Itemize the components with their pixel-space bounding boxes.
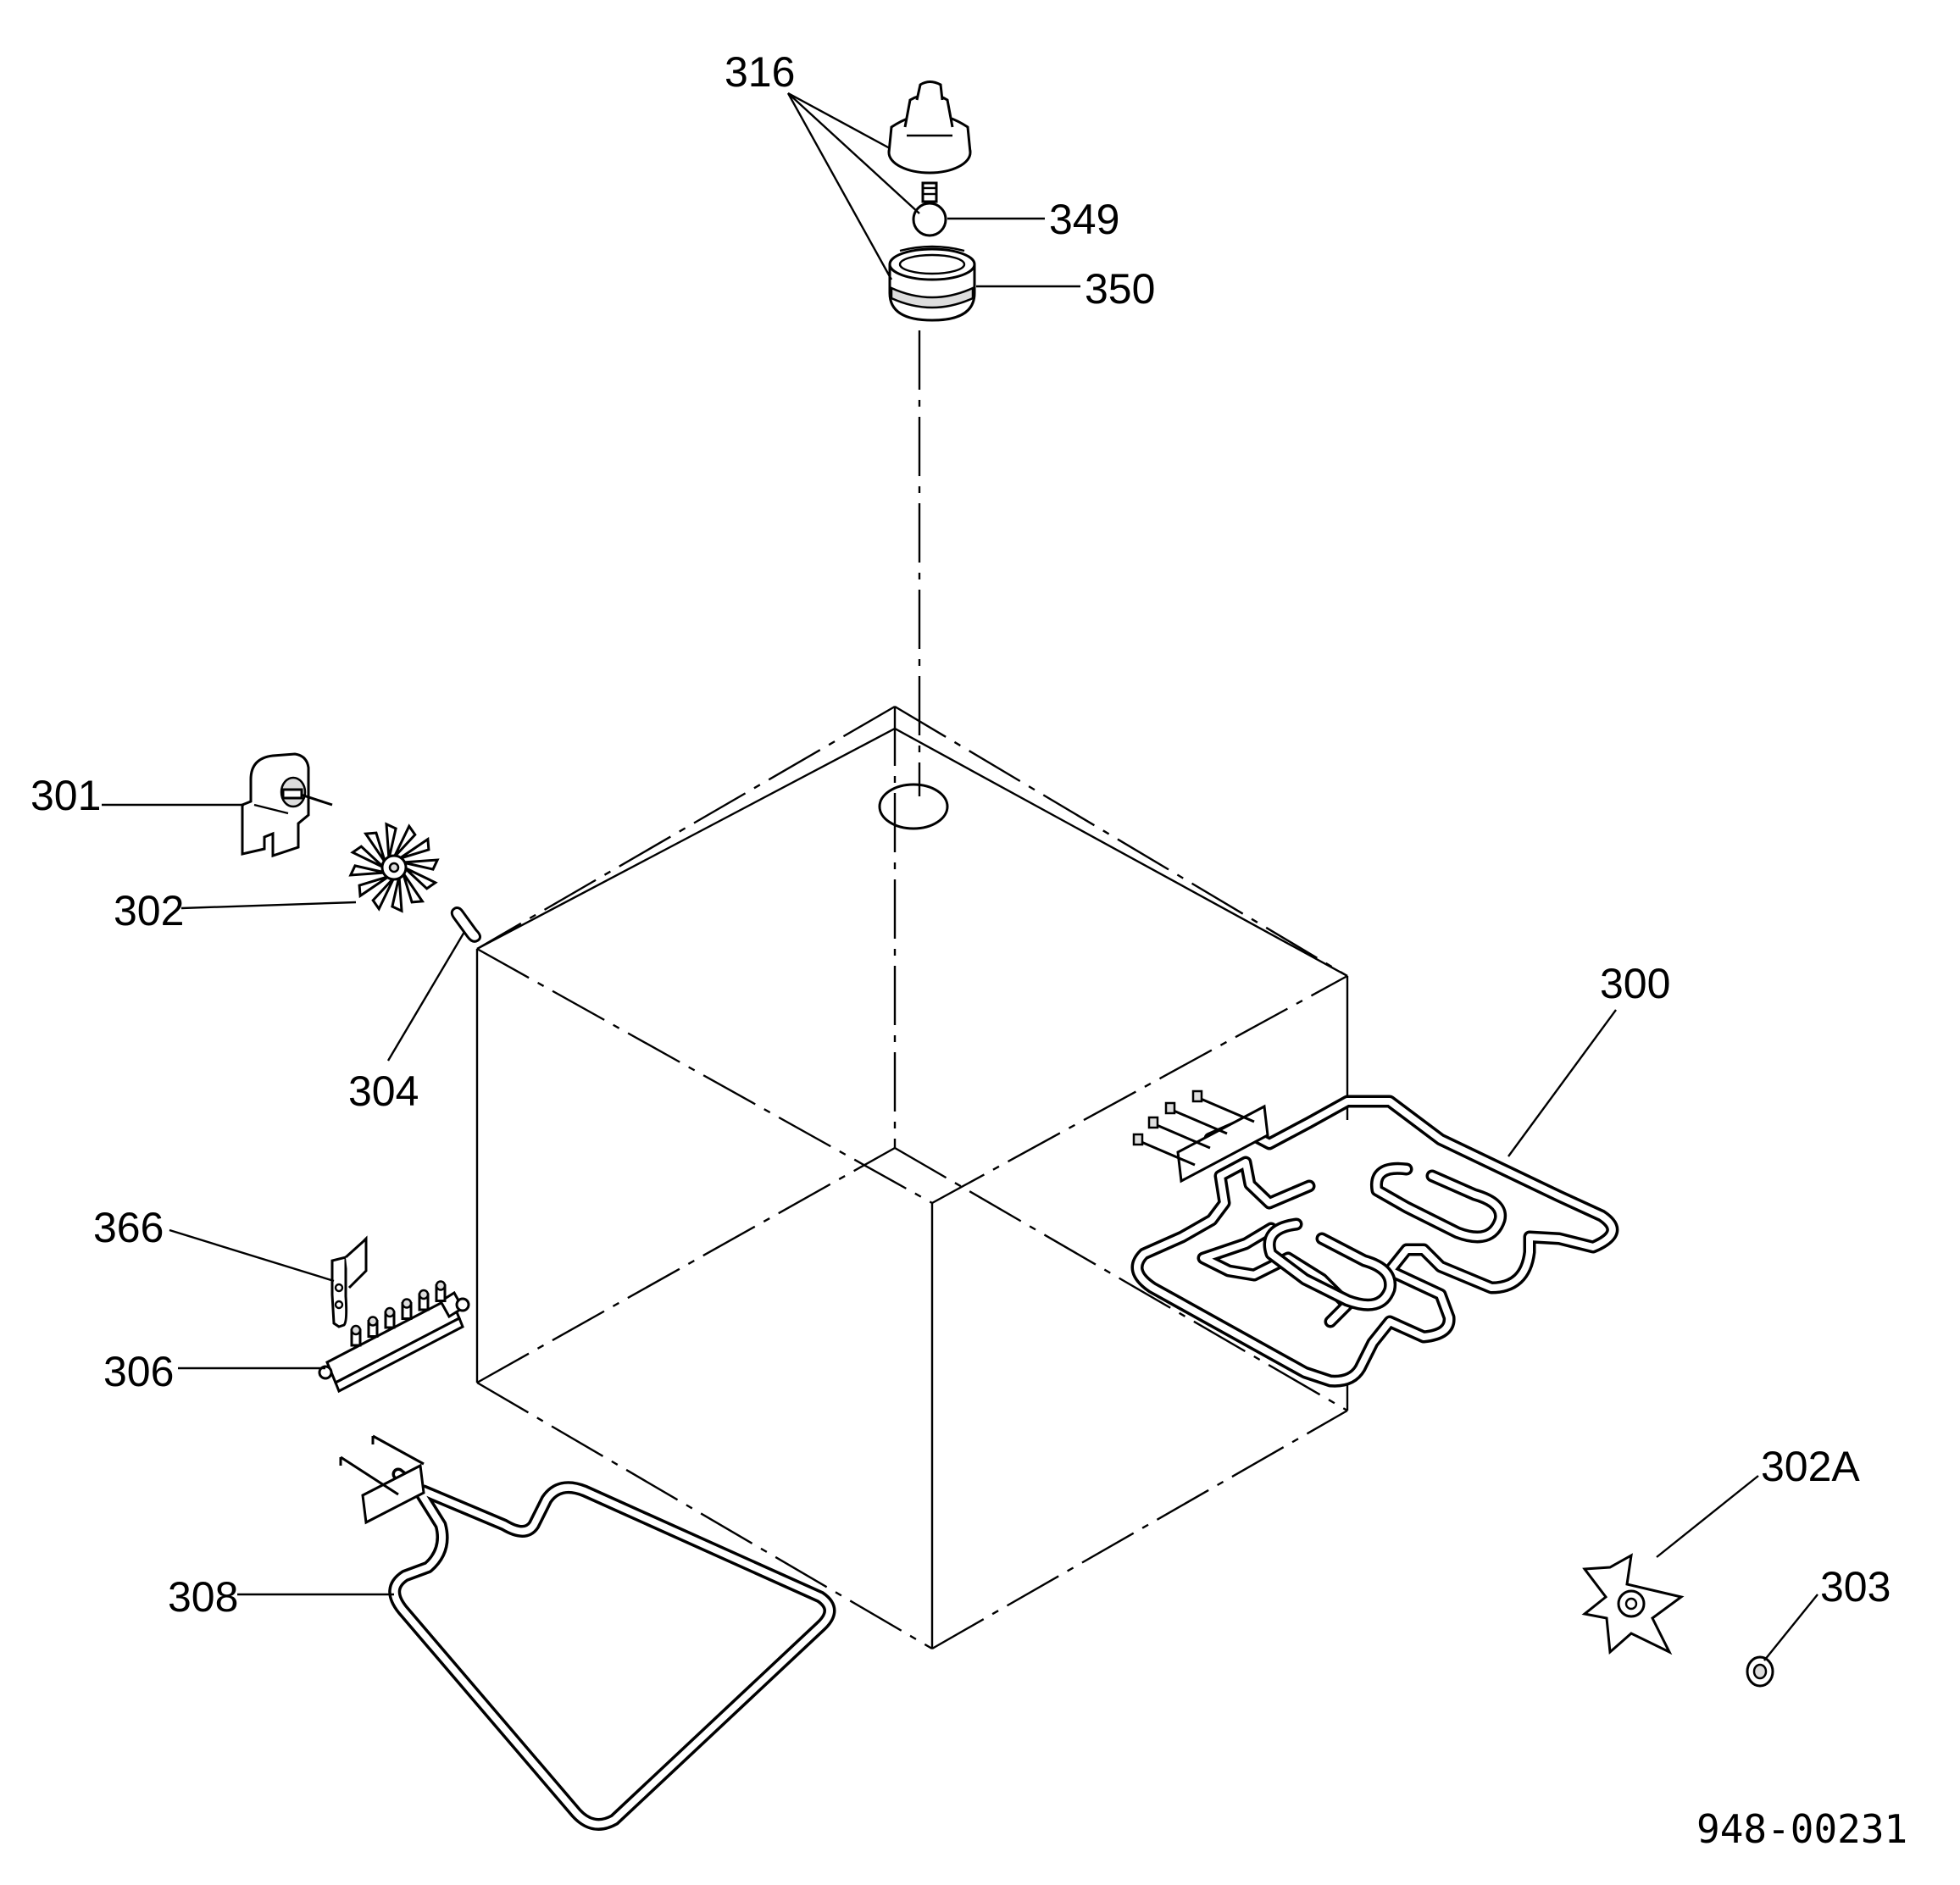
- terminal-block-306: [318, 1280, 470, 1394]
- label-304: 304: [348, 1067, 419, 1115]
- label-349: 349: [1049, 196, 1119, 243]
- leader-lines: [102, 91, 1818, 1661]
- bottom-element-308: [339, 1434, 836, 1831]
- lamp-cover-316: [887, 80, 972, 175]
- label-316: 316: [725, 48, 795, 96]
- fan-blade-302: [348, 822, 440, 913]
- oven-cavity-box: [475, 705, 1349, 1650]
- grill-element-300: [1130, 1089, 1619, 1388]
- part-labels: 316 349 350 301 302 304 366 306 308 300 …: [31, 48, 1907, 1852]
- top-lamp-hole: [878, 783, 949, 830]
- label-301: 301: [31, 772, 101, 819]
- label-308: 308: [168, 1573, 238, 1621]
- fan-motor-301: [241, 752, 333, 858]
- label-302a: 302A: [1761, 1443, 1860, 1490]
- bracket-366: [330, 1235, 368, 1328]
- label-350: 350: [1085, 265, 1155, 313]
- label-300: 300: [1600, 960, 1670, 1007]
- label-303: 303: [1820, 1563, 1891, 1611]
- label-306: 306: [103, 1348, 174, 1395]
- pin-304: [450, 906, 482, 943]
- nut-303: [1746, 1655, 1774, 1688]
- lamp-holder-350: [888, 245, 976, 322]
- label-366: 366: [93, 1204, 164, 1251]
- lamp-bulb-349: [912, 181, 947, 237]
- drawing-code: 948-00231: [1696, 1806, 1907, 1852]
- label-302: 302: [114, 887, 184, 934]
- fan-302a: [1581, 1553, 1685, 1655]
